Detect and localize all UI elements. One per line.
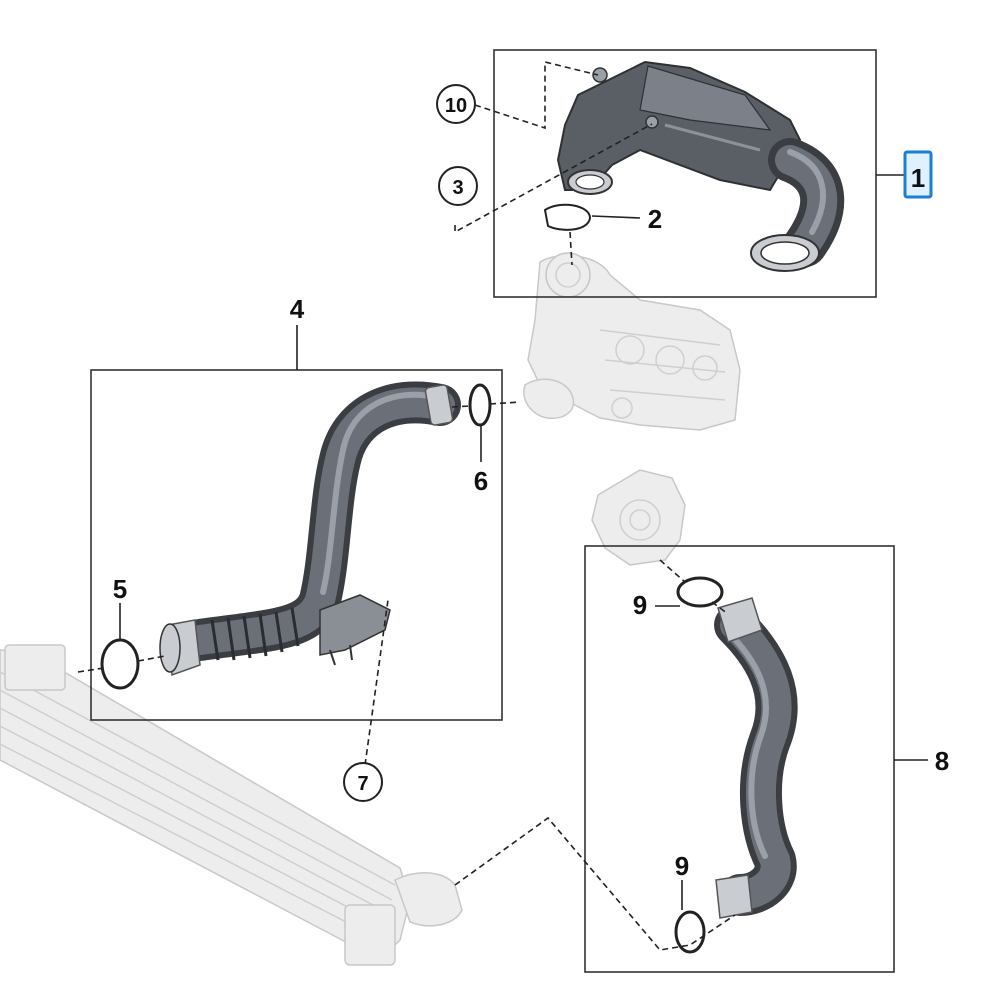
leader-2-down	[569, 231, 573, 266]
frame-part-1	[493, 49, 877, 298]
callout-2[interactable]: 2	[648, 204, 662, 234]
leader-9-top-axis	[659, 559, 729, 615]
seal-ring-2	[543, 203, 592, 231]
frame-part-8	[584, 545, 895, 973]
leader-7	[364, 599, 389, 766]
intercooler-ghost	[0, 644, 463, 966]
callout-1-highlight[interactable]	[903, 150, 933, 199]
callout-1[interactable]: 1	[911, 163, 925, 193]
leader-3	[454, 123, 653, 234]
callout-10[interactable]: 10	[445, 95, 467, 117]
callout-3-circle[interactable]	[438, 166, 478, 206]
callout-7[interactable]: 7	[357, 773, 368, 795]
charge-air-hose-8	[714, 597, 798, 919]
callout-5[interactable]: 5	[113, 574, 127, 604]
charge-air-pipe	[159, 381, 461, 677]
o-ring-6	[468, 383, 492, 427]
leader-6-axis	[451, 401, 521, 408]
callout-3[interactable]: 3	[452, 177, 463, 199]
leader-2	[591, 215, 641, 219]
callout-7-circle[interactable]	[343, 762, 383, 802]
air-intake-pipe	[556, 60, 845, 272]
callout-4[interactable]: 4	[290, 294, 305, 324]
o-ring-9-top	[676, 576, 724, 608]
o-ring-9-bottom	[674, 910, 706, 954]
callout-9-bottom[interactable]: 9	[675, 851, 689, 881]
callout-6[interactable]: 6	[474, 466, 488, 496]
callout-9-top[interactable]: 9	[633, 590, 647, 620]
callout-10-circle[interactable]	[436, 84, 476, 124]
turbocharger-ghost	[523, 252, 741, 431]
connection-intercooler	[454, 816, 736, 951]
callout-8[interactable]: 8	[935, 746, 949, 776]
valve-body-ghost	[591, 469, 686, 566]
leader-5-axis	[77, 655, 166, 673]
o-ring-5	[100, 638, 140, 690]
